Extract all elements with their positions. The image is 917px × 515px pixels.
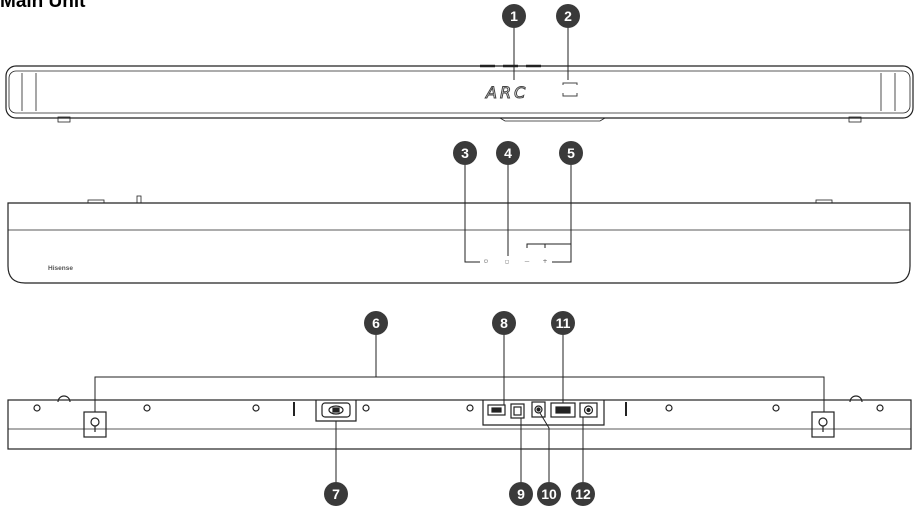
svg-text:7: 7	[332, 486, 340, 502]
wall-mount-left	[83, 411, 107, 438]
power-button-symbol: ⏻	[484, 259, 488, 265]
callout-12: 12	[571, 482, 595, 506]
wall-mount-right	[811, 411, 835, 438]
callout-2: 2	[556, 4, 580, 28]
svg-text:11: 11	[556, 315, 571, 331]
svg-text:4: 4	[504, 145, 512, 161]
callout-8: 8	[492, 311, 516, 335]
svg-text:10: 10	[541, 486, 557, 502]
callout-11: 11	[551, 311, 575, 335]
power-socket	[315, 400, 357, 422]
callout-6: 6	[364, 311, 388, 335]
callout-9: 9	[509, 482, 533, 506]
callout-1: 1	[502, 4, 526, 28]
svg-text:9: 9	[517, 486, 525, 502]
port-panel	[482, 400, 605, 426]
svg-text:8: 8	[500, 315, 508, 331]
back-leader-lines	[94, 335, 825, 482]
front-view	[7, 195, 911, 284]
callout-3: 3	[453, 141, 477, 165]
svg-text:3: 3	[461, 145, 469, 161]
callout-7: 7	[324, 482, 348, 506]
svg-text:12: 12	[575, 486, 591, 502]
svg-text:2: 2	[564, 8, 572, 24]
callout-10: 10	[537, 482, 561, 506]
callout-5: 5	[559, 141, 583, 165]
volume-down-symbol: —	[525, 259, 530, 265]
page-title: Main Unit	[0, 0, 86, 12]
indicator-square	[562, 82, 578, 97]
brand-logo: Hisense	[48, 265, 73, 272]
back-view	[7, 395, 912, 450]
callout-4: 4	[496, 141, 520, 165]
svg-text:6: 6	[372, 315, 380, 331]
svg-text:5: 5	[567, 145, 575, 161]
top-view	[5, 64, 914, 123]
display-text: ARC	[485, 83, 528, 102]
source-button-symbol: ◻	[505, 259, 509, 265]
volume-up-symbol: +	[542, 258, 547, 265]
front-leader-lines	[464, 165, 572, 263]
svg-text:1: 1	[510, 8, 518, 24]
